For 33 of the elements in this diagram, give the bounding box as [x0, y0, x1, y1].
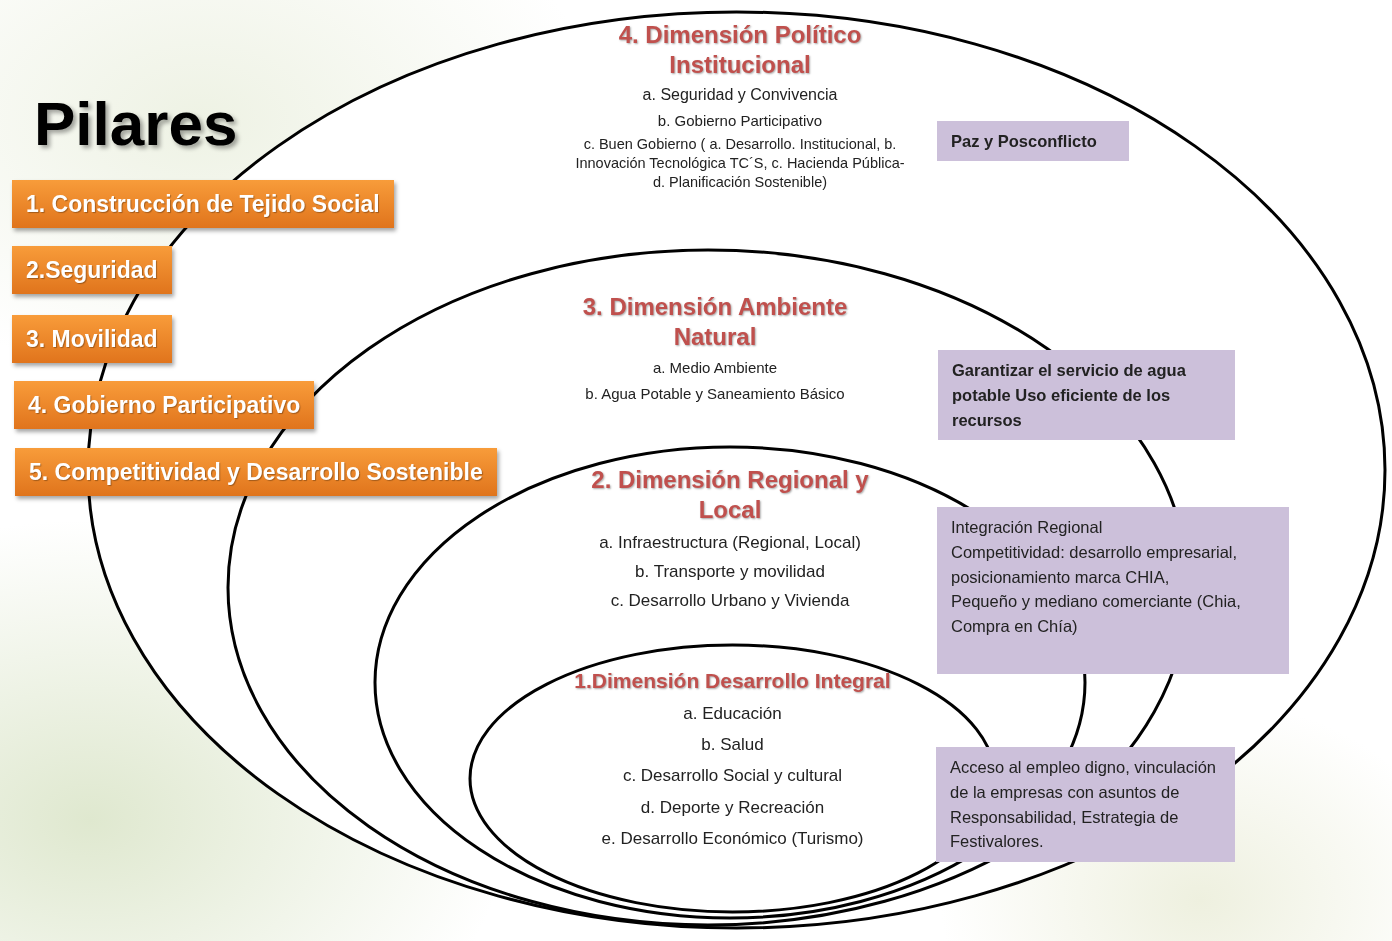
dimension-heading: 1.Dimensión Desarrollo Integral: [574, 668, 891, 694]
note-text: Competitividad: desarrollo empresarial, posicionamiento marca CHIA,: [951, 541, 1239, 588]
note-box: [936, 747, 1235, 862]
dimension-heading: 4. Dimensión Político Institucional: [617, 20, 863, 80]
dimension-item: a. Medio Ambiente: [652, 358, 778, 378]
dimension-item: d. Deporte y Recreación: [640, 796, 825, 819]
note-text: Garantizar el servicio de agua potable Uso eficiente de los recursos: [952, 360, 1187, 431]
note-box: [938, 350, 1235, 440]
dimension-item: c. Desarrollo Social y cultural: [622, 765, 843, 788]
dimension-item: b. Salud: [701, 734, 764, 757]
dimension-item: a. Educación: [683, 703, 782, 726]
note-text: Pequeño y mediano comerciante (Chia, Compra en Chía): [951, 591, 1242, 637]
pillar-box: 2.Seguridad: [12, 246, 172, 294]
dimension-item: b. Gobierno Participativo: [657, 110, 823, 131]
pillar-box: 3. Movilidad: [12, 315, 172, 363]
dimension-heading: 3. Dimensión Ambiente Natural: [581, 292, 849, 352]
dimension-item: b. Agua Potable y Saneamiento Básico: [585, 383, 845, 403]
dimension-heading: 2. Dimensión Regional y Local: [590, 465, 870, 525]
note-box: [937, 121, 1129, 161]
note-text: Integración Regional: [951, 517, 1104, 538]
dimension-item: c. Buen Gobierno ( a. Desarrollo. Institucional, b. Innovación Tecnológica TC´S, c. Hacienda Pública- d. Planificación Sostenible): [575, 135, 905, 192]
title: Pilares: [34, 88, 238, 159]
pillar-box: 1. Construcción de Tejido Social: [12, 180, 394, 228]
note-text: Paz y Posconflicto: [951, 131, 1098, 152]
note-text: Acceso al empleo digno, vinculación de la empresas con asuntos de Responsabilidad, Estrategia de Festivalores.: [950, 757, 1217, 853]
note-box: [937, 507, 1289, 674]
pillar-box: 4. Gobierno Participativo: [14, 381, 315, 429]
pillar-box: 5. Competitividad y Desarrollo Sostenible: [15, 448, 497, 496]
dimension-item: b. Transporte y movilidad: [635, 561, 825, 584]
dimension-item: c. Desarrollo Urbano y Vivienda: [610, 590, 850, 613]
dimension-item: e. Desarrollo Económico (Turismo): [601, 827, 864, 850]
dimension-item: a. Infraestructura (Regional, Local): [599, 532, 861, 554]
dimension-item: a. Seguridad y Convivencia: [642, 85, 838, 105]
